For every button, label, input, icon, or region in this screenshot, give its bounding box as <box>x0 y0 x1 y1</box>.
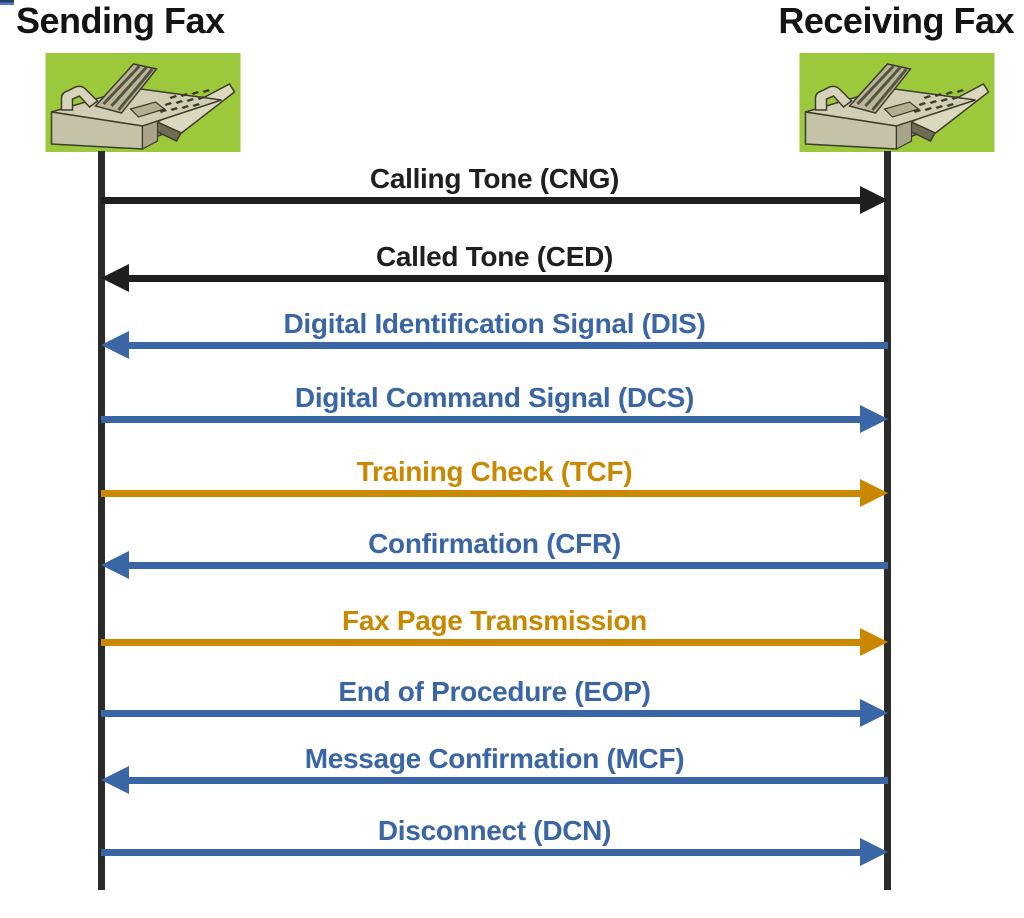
message-label: Disconnect (DCN) <box>377 815 612 846</box>
arrow-head-right-icon <box>860 186 888 214</box>
arrow-head-right-icon <box>860 628 888 656</box>
arrow-head-right-icon <box>860 838 888 866</box>
message-label: Fax Page Transmission <box>342 605 647 636</box>
message-arrow-shaft <box>123 342 888 349</box>
message-arrow-shaft <box>101 639 866 646</box>
arrow-head-right-icon <box>860 405 888 433</box>
message-arrow-shaft <box>101 416 866 423</box>
message-label: Digital Command Signal (DCS) <box>294 382 695 413</box>
screen-corner-artifact <box>0 0 14 5</box>
sender-lifeline <box>98 151 105 890</box>
message-arrow-shaft <box>101 710 866 717</box>
message-label: End of Procedure (EOP) <box>338 676 651 707</box>
actor-label-sending-fax: Sending Fax <box>16 0 225 41</box>
message-label: Training Check (TCF) <box>356 456 633 487</box>
arrow-head-left-icon <box>101 551 129 579</box>
arrow-head-right-icon <box>860 479 888 507</box>
message-arrow-shaft <box>101 490 866 497</box>
message-arrow-shaft <box>123 275 888 282</box>
message-label: Confirmation (CFR) <box>368 528 621 559</box>
message-arrow-shaft <box>123 562 888 569</box>
message-label: Message Confirmation (MCF) <box>304 743 685 774</box>
arrow-head-left-icon <box>101 331 129 359</box>
arrow-head-left-icon <box>101 766 129 794</box>
message-arrow-shaft <box>101 849 866 856</box>
arrow-head-left-icon <box>101 264 129 292</box>
receiver-lifeline <box>884 151 891 890</box>
message-arrow-shaft <box>123 777 888 784</box>
actor-label-receiving-fax: Receiving Fax <box>778 0 1014 41</box>
message-label: Digital Identification Signal (DIS) <box>283 308 706 339</box>
arrow-head-right-icon <box>860 699 888 727</box>
message-label: Calling Tone (CNG) <box>369 163 620 194</box>
message-label: Called Tone (CED) <box>375 241 614 272</box>
message-arrow-shaft <box>101 197 866 204</box>
